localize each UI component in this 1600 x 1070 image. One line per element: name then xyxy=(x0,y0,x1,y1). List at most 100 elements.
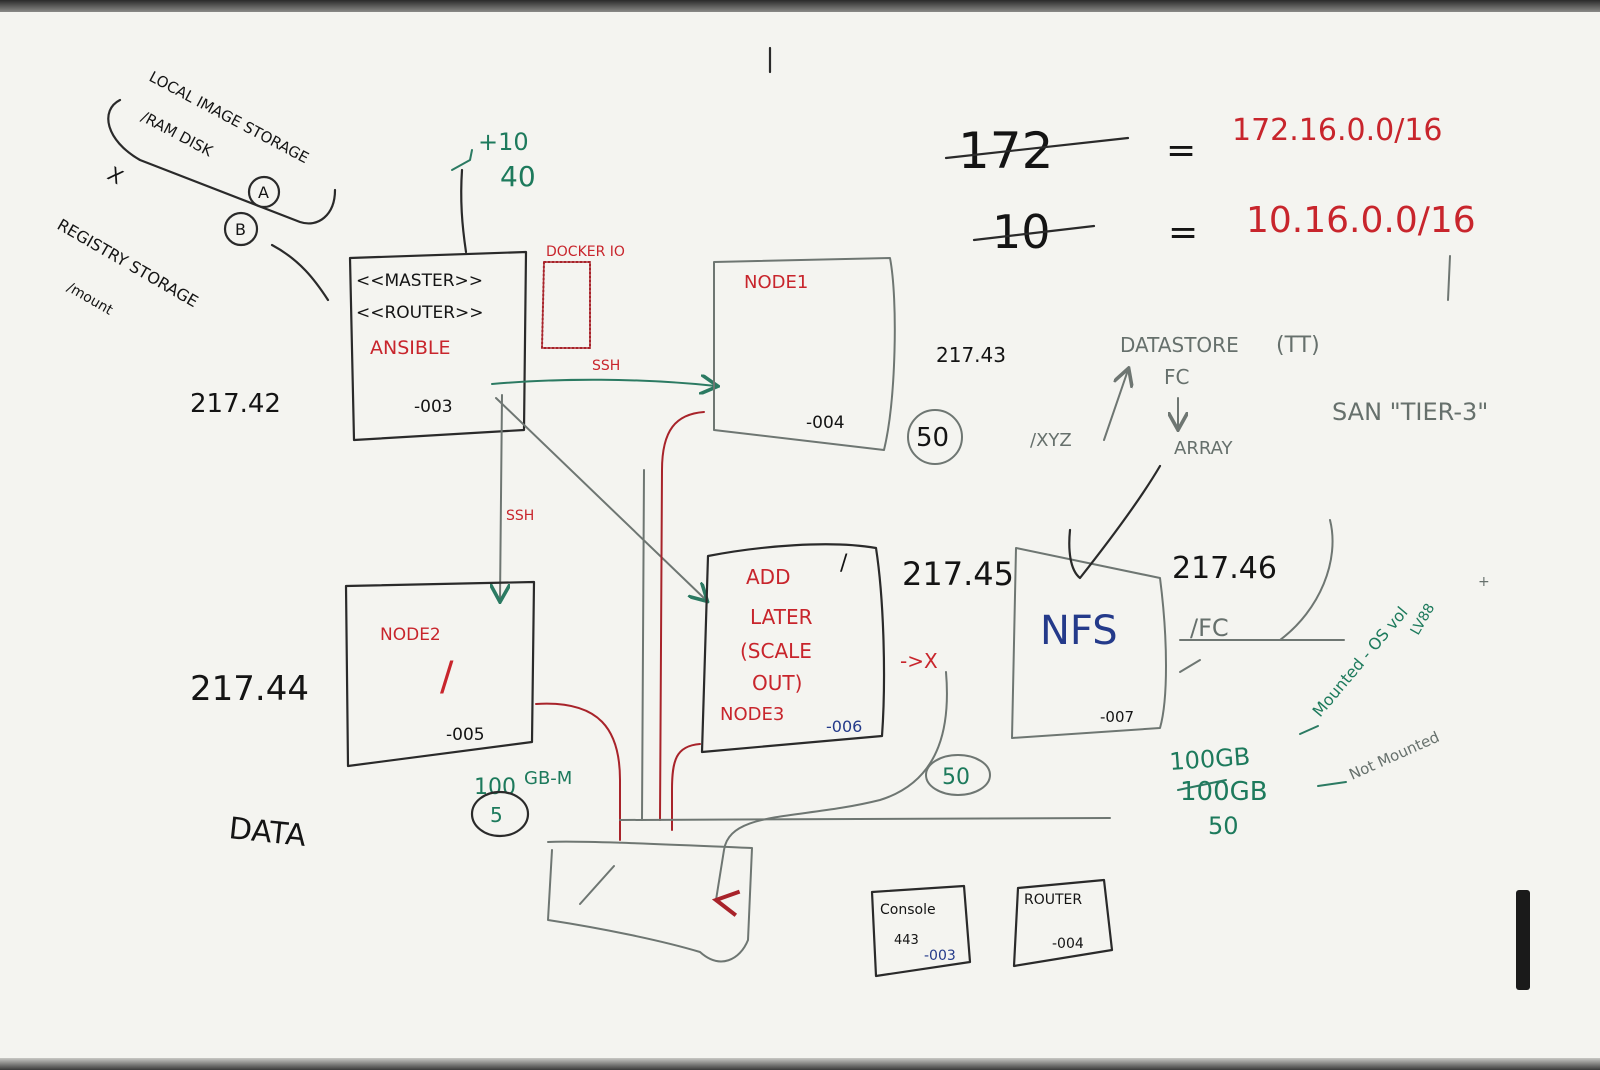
node3-line5: NODE3 xyxy=(720,704,784,725)
marker-pen xyxy=(1516,890,1530,990)
net-row2-strike xyxy=(972,224,1096,242)
not-mounted-label: Not Mounted xyxy=(1346,728,1442,784)
console-box-outline xyxy=(870,884,972,978)
console-box: Console 443 -003 xyxy=(870,884,972,978)
nfs-title: NFS xyxy=(1040,608,1118,654)
gb2-strike xyxy=(1177,779,1227,791)
router-box: ROUTER -004 xyxy=(1012,878,1114,968)
flag-note: +10 40 xyxy=(451,128,536,254)
node3-slash: / xyxy=(840,551,848,576)
node1-title: NODE1 xyxy=(744,272,808,293)
node2-title: NODE2 xyxy=(380,625,441,645)
node2-mark: / xyxy=(440,654,454,700)
array-nfs-connector xyxy=(1068,464,1162,580)
console-id: -003 xyxy=(924,948,956,964)
master-line2: <<ROUTER>> xyxy=(356,303,484,323)
network-notes: 172 = 172.16.0.0/16 10 = 10.16.0.0/16 xyxy=(944,113,1476,259)
xyz-arrow xyxy=(1103,370,1128,441)
gb-m-unit: GB-M xyxy=(524,768,572,789)
console-port: 443 xyxy=(894,933,919,948)
node3-box-outline xyxy=(700,543,886,754)
master-node-box: <<MASTER>> <<ROUTER>> ANSIBLE -003 xyxy=(348,250,528,442)
datastore-tt: (TT) xyxy=(1276,333,1320,358)
node3-arrow-x: ->X xyxy=(900,649,938,673)
san-tier-label: SAN "TIER-3" xyxy=(1332,398,1488,426)
circle-a xyxy=(247,175,281,209)
gb-m-circle xyxy=(470,790,530,838)
storage-slash xyxy=(579,865,615,905)
docker-io-box: DOCKER IO xyxy=(541,244,625,349)
flag-line2: 40 xyxy=(500,160,536,193)
console-title: Console xyxy=(880,902,936,918)
ssh-left-label: SSH xyxy=(506,508,534,524)
data-label: DATA xyxy=(227,811,308,854)
nfs-box: NFS -007 xyxy=(1011,547,1167,739)
fifty-label: 50 xyxy=(1208,812,1239,840)
local-image-storage-note: LOCAL IMAGE STORAGE /RAM DISK A B X REGI… xyxy=(54,68,337,319)
master-line1: <<MASTER>> xyxy=(356,271,483,291)
nfs-box-outline xyxy=(1011,547,1167,739)
whiteboard-frame-bottom xyxy=(0,1058,1600,1070)
gb-m-note: 100 GB-M 5 xyxy=(470,768,572,838)
gb1-dash xyxy=(1299,725,1319,735)
ip-217-43: 217.43 xyxy=(936,343,1006,367)
node3-line2: LATER xyxy=(750,605,813,629)
ssh-top-label: SSH xyxy=(592,358,620,374)
master-box-outline xyxy=(348,250,528,442)
fc-slash-label: /FC xyxy=(1190,614,1229,642)
flag-tick xyxy=(451,149,473,171)
router-title: ROUTER xyxy=(1024,892,1082,908)
node3-box: ADD LATER (SCALE OUT) NODE3 -006 / xyxy=(700,543,886,754)
fc-curve xyxy=(1279,519,1334,641)
circle-50-low-label: 50 xyxy=(942,765,970,790)
router-id: -004 xyxy=(1052,936,1084,952)
net-row2-equals: = xyxy=(1168,212,1198,253)
right-tick xyxy=(1447,255,1451,301)
local-image-storage-label: LOCAL IMAGE STORAGE xyxy=(146,68,312,168)
red-wire-node2 xyxy=(535,702,621,841)
circle-50-low xyxy=(925,754,991,796)
flag-stem xyxy=(460,168,468,254)
node3-line4: OUT) xyxy=(752,671,802,695)
datastore-label: DATASTORE xyxy=(1120,333,1239,357)
net-row2-right: 10.16.0.0/16 xyxy=(1246,200,1476,241)
node2-id: -005 xyxy=(446,725,485,745)
shared-storage-bracket xyxy=(547,840,753,963)
gb2-label: 100GB xyxy=(1180,777,1268,807)
gb1-label: 100GB xyxy=(1168,742,1251,776)
red-wire-node1 xyxy=(659,411,705,821)
gb-m-value: 100 xyxy=(474,775,516,800)
ip-217-45: 217.45 xyxy=(902,555,1014,593)
gray-wire-center xyxy=(641,469,645,821)
node2-box-outline xyxy=(344,580,536,768)
circle-50-right xyxy=(907,409,963,465)
datastore-notes: DATASTORE (TT) FC ARRAY /XYZ SAN "TIER-3… xyxy=(1030,255,1488,580)
node1-box-outline xyxy=(713,257,896,451)
flag-line1: +10 xyxy=(478,128,529,156)
datastore-fc: FC xyxy=(1164,365,1189,389)
label-b: B xyxy=(235,220,246,239)
fc-tick xyxy=(1179,659,1201,673)
ip-217-44: 217.44 xyxy=(190,669,309,709)
datastore-array: ARRAY xyxy=(1174,438,1234,459)
mount-label: /mount xyxy=(64,280,116,319)
whiteboard-frame-top xyxy=(0,0,1600,12)
net-row1-equals: = xyxy=(1166,130,1196,171)
ip-217-46: 217.46 xyxy=(1172,551,1277,586)
lv-label: LV88 xyxy=(1408,601,1439,638)
master-line3: ANSIBLE xyxy=(370,337,451,359)
master-node2-arrow xyxy=(500,394,502,600)
master-id: -003 xyxy=(414,397,453,417)
master-node3-arrow xyxy=(495,397,706,600)
nfs-id: -007 xyxy=(1100,708,1134,726)
node3-line3: (SCALE xyxy=(740,639,812,663)
node1-box: NODE1 -004 xyxy=(713,257,896,451)
gb-m-circled: 5 xyxy=(490,803,503,827)
extra-mark: + xyxy=(1478,574,1490,590)
circle-50-right-label: 50 xyxy=(916,423,949,453)
ram-disk-label: /RAM DISK xyxy=(138,108,216,161)
b-connector xyxy=(270,243,330,302)
label-x: X xyxy=(104,162,128,190)
